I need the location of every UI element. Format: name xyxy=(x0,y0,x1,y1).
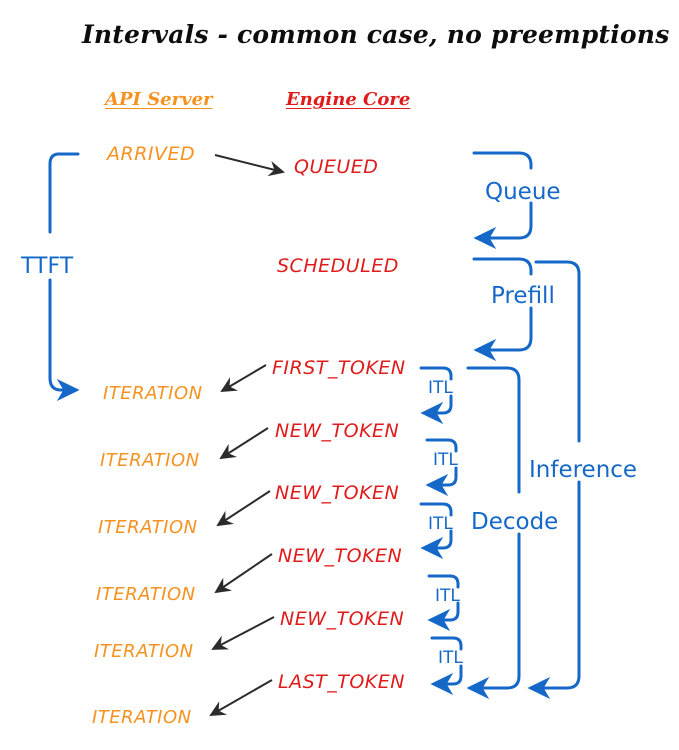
interval-label-ttft: TTFT xyxy=(21,254,74,279)
state-new-token-4: NEW_TOKEN xyxy=(280,608,405,630)
arrow-new-token-to-iteration-4 xyxy=(211,616,275,650)
interval-label-inference: Inference xyxy=(529,457,638,483)
interval-label-decode: Decode xyxy=(471,509,559,535)
state-scheduled: SCHEDULED xyxy=(277,255,399,277)
state-new-token-1: NEW_TOKEN xyxy=(275,420,400,442)
interval-label-queue: Queue xyxy=(485,179,561,205)
interval-label-prefill: Prefill xyxy=(491,283,555,309)
state-first-token: FIRST_TOKEN xyxy=(272,357,406,379)
state-iteration-1: ITERATION xyxy=(103,383,203,404)
state-queued: QUEUED xyxy=(294,156,379,178)
interval-label-itl-5: ITL xyxy=(438,648,463,668)
column-header-engine-core: Engine Core xyxy=(286,89,411,110)
state-iteration-3: ITERATION xyxy=(98,517,198,538)
state-iteration-2: ITERATION xyxy=(100,450,200,471)
state-new-token-2: NEW_TOKEN xyxy=(275,482,400,504)
diagram-title: Intervals - common case, no preemptions xyxy=(82,20,670,49)
state-last-token: LAST_TOKEN xyxy=(278,671,405,693)
arrow-new-token-to-iteration-2 xyxy=(216,490,271,527)
state-iteration-5: ITERATION xyxy=(94,641,194,662)
column-header-api-server: API Server xyxy=(105,89,213,110)
arrow-arrived-to-queued xyxy=(214,154,285,177)
arrow-new-token-to-iteration-3 xyxy=(214,553,273,594)
arrow-first-token-to-iteration xyxy=(220,364,267,393)
interval-label-itl-4: ITL xyxy=(435,586,460,606)
interval-label-itl-2: ITL xyxy=(433,450,458,470)
state-new-token-3: NEW_TOKEN xyxy=(278,545,403,567)
arrow-new-token-to-iteration-1 xyxy=(219,427,269,460)
state-arrived: ARRIVED xyxy=(107,143,196,165)
interval-label-itl-1: ITL xyxy=(428,378,453,398)
state-iteration-4: ITERATION xyxy=(96,584,196,605)
arrow-last-token-to-iteration xyxy=(209,679,273,716)
state-iteration-6: ITERATION xyxy=(92,707,192,728)
interval-label-itl-3: ITL xyxy=(428,514,453,534)
